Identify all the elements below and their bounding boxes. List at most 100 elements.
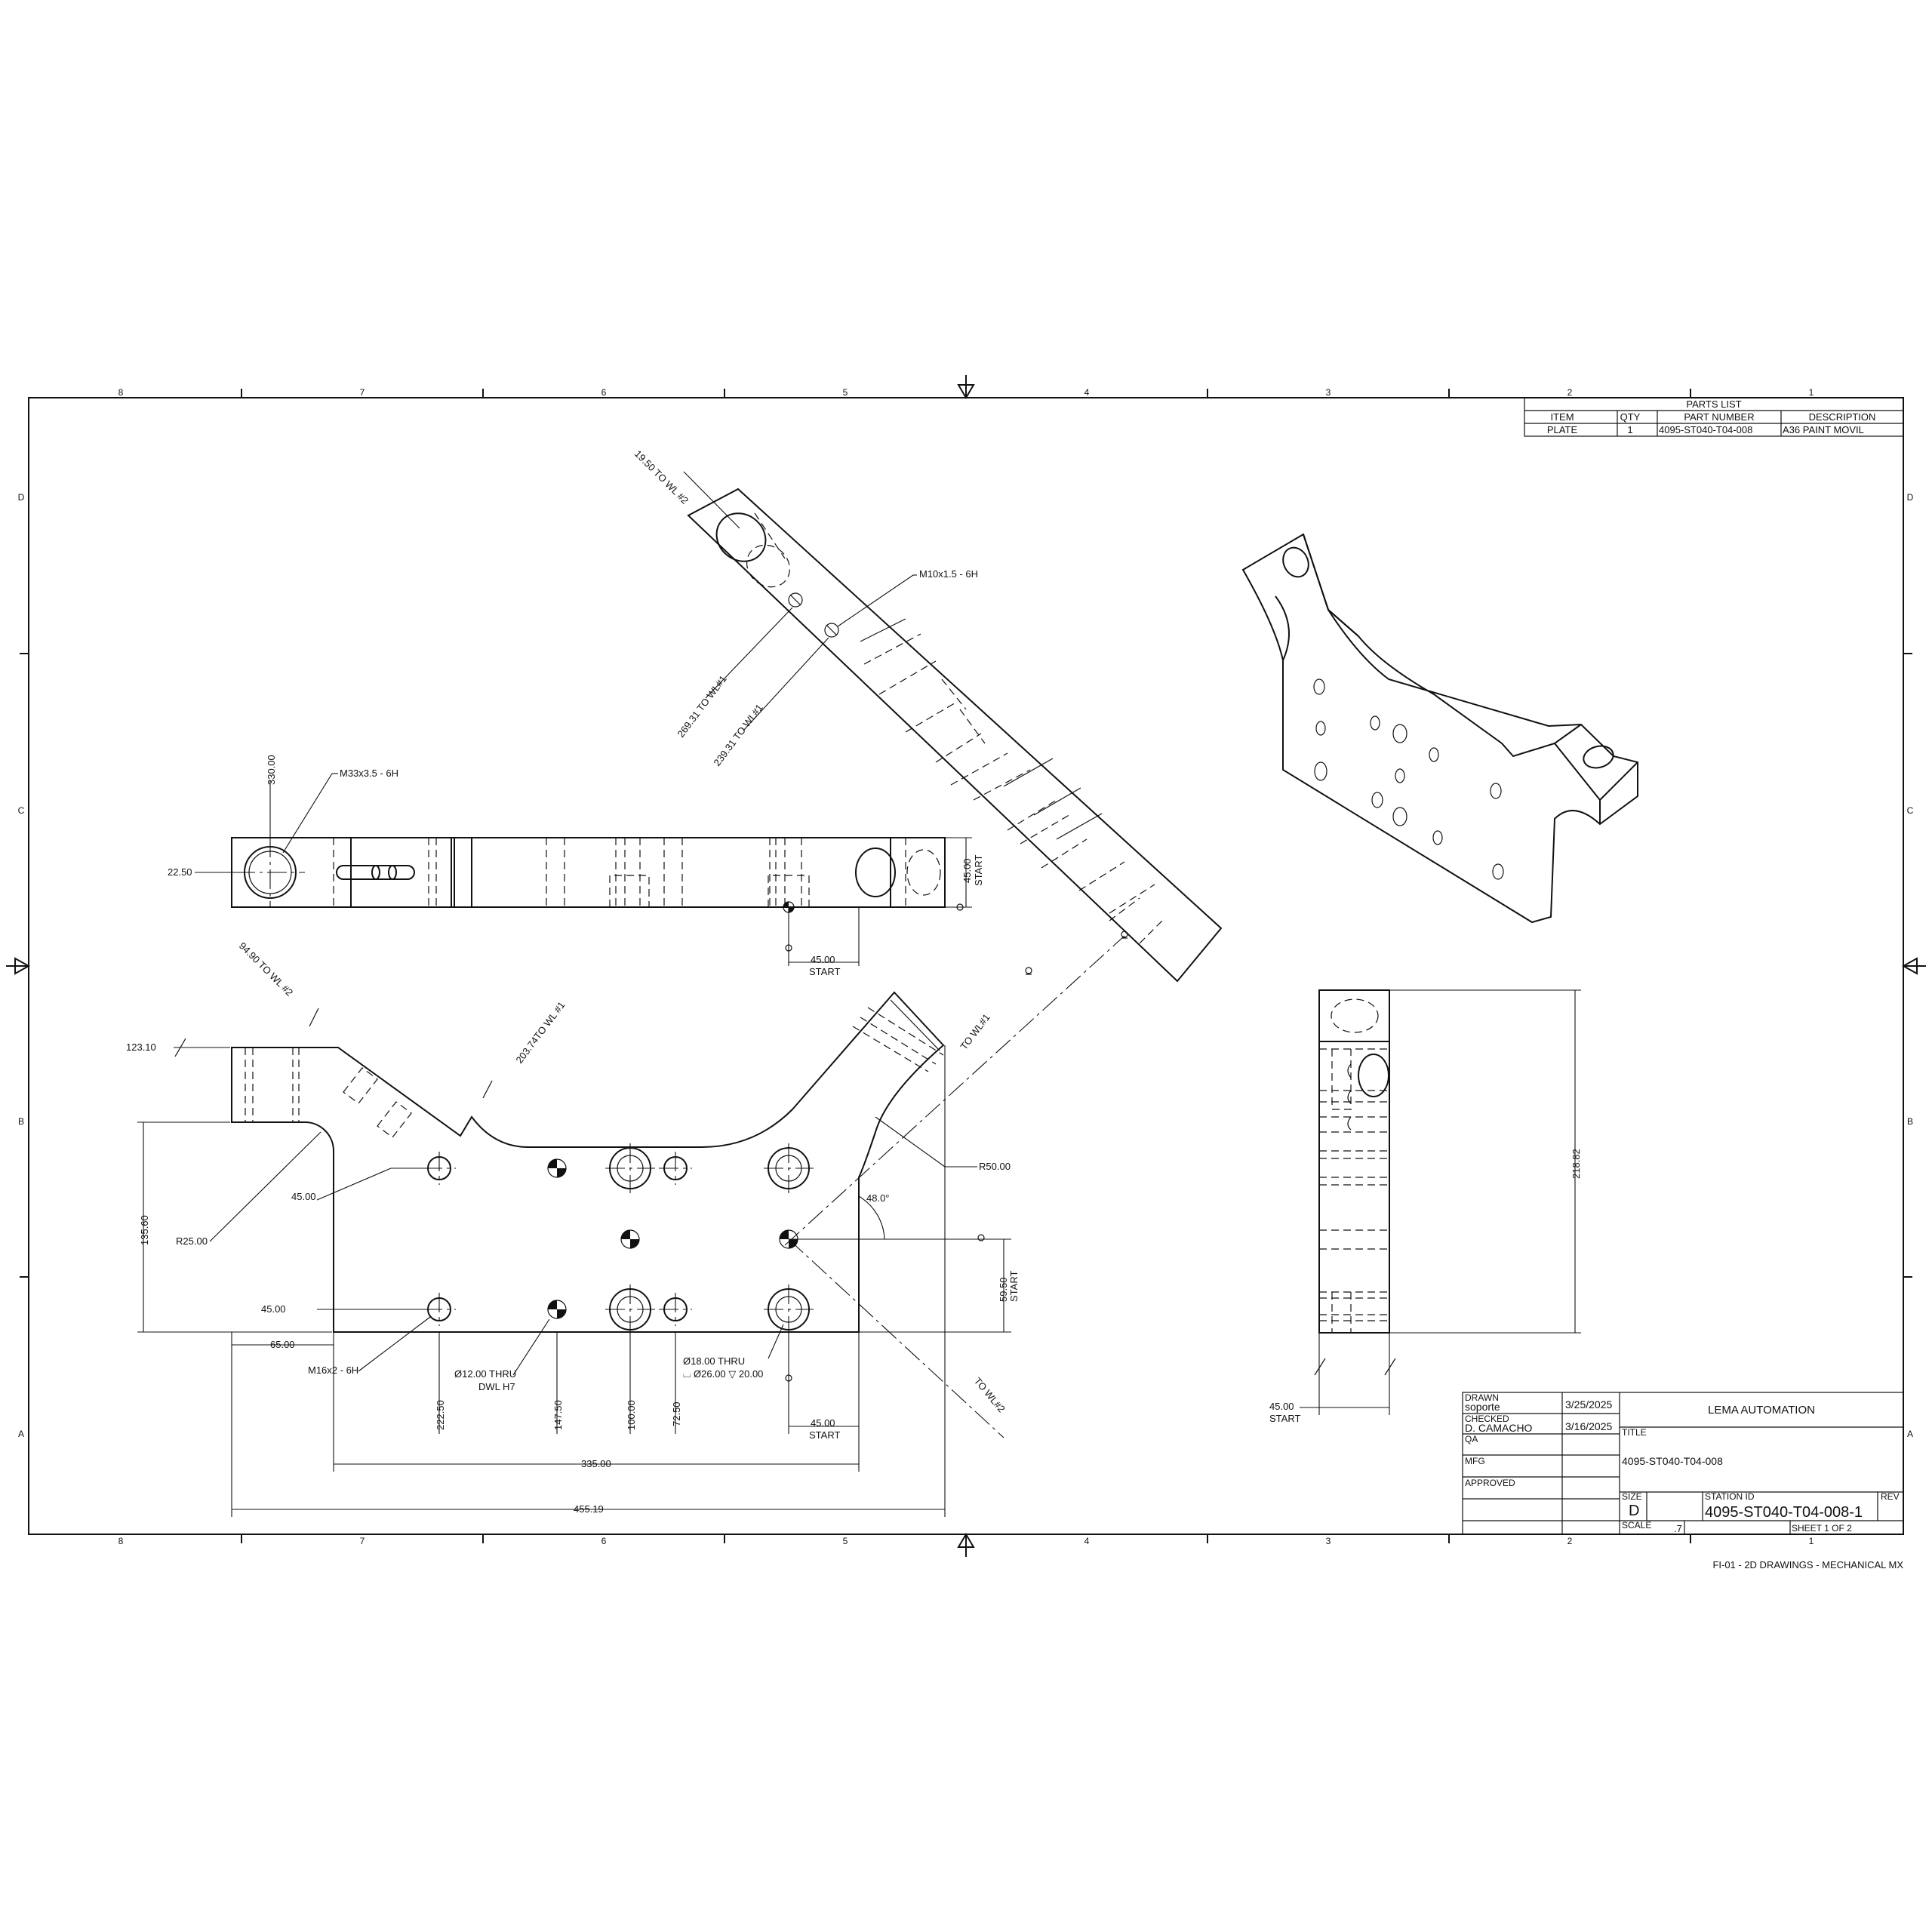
dim-to-wl2: TO WL#2	[972, 1375, 1008, 1414]
parts-list-cell: 1	[1627, 424, 1632, 435]
zone-label-top: 1	[1809, 387, 1814, 398]
dim-start-top: START	[809, 966, 840, 977]
dim-218-82: 218.82	[1571, 1149, 1582, 1179]
dim-dowel-h7: DWL H7	[478, 1381, 515, 1392]
dim-r25: R25.00	[176, 1235, 208, 1247]
sheet-label: SHEET 1 OF 2	[1792, 1523, 1852, 1534]
side-view	[1318, 989, 1390, 1334]
zone-label-left: C	[18, 805, 25, 816]
dim-45-side: 45.00	[1269, 1401, 1294, 1412]
zone-label-bottom: 7	[360, 1536, 365, 1546]
front-view	[231, 991, 1004, 1438]
zone-label-bottom: 8	[118, 1536, 124, 1546]
checked-by: D. CAMACHO	[1465, 1422, 1533, 1434]
zone-label-top: 7	[360, 387, 365, 398]
station-value: 4095-ST040-T04-008-1	[1705, 1504, 1863, 1521]
parts-list-header: QTY	[1620, 411, 1641, 423]
zone-label-right: D	[1907, 492, 1914, 503]
dim-100: 100.00	[626, 1400, 637, 1430]
dim-222-50: 222.50	[435, 1400, 446, 1430]
dim-26-cbore: ⌴ Ø26.00 ▽ 20.00	[683, 1368, 763, 1380]
checked-date: 3/16/2025	[1565, 1420, 1612, 1432]
zone-label-right: C	[1907, 805, 1914, 816]
top-view-dims: 330.00 M33x3.5 - 6H 22.50 45.00 START 45…	[168, 755, 984, 977]
parts-list-header: ITEM	[1550, 411, 1574, 423]
scale-label: SCALE	[1622, 1520, 1651, 1531]
dim-65: 65.00	[270, 1339, 295, 1350]
dim-18-thru: Ø18.00 THRU	[683, 1355, 745, 1367]
zone-label-left: A	[18, 1429, 24, 1439]
zone-label-bottom: 5	[843, 1536, 848, 1546]
drawn-date: 3/25/2025	[1565, 1398, 1612, 1411]
company-name: LEMA AUTOMATION	[1708, 1404, 1815, 1417]
checked-label: CHECKED	[1465, 1414, 1509, 1424]
zone-label-bottom: 3	[1326, 1536, 1331, 1546]
dim-135-60: 135.60	[139, 1215, 150, 1245]
parts-list-cell: 4095-ST040-T04-008	[1659, 424, 1752, 435]
center-mark-left	[14, 957, 31, 975]
dim-94-90-to-wl2: 94.90 TO WL #2	[237, 940, 295, 998]
zone-label-left: B	[18, 1116, 24, 1127]
zone-label-bottom: 6	[601, 1536, 607, 1546]
center-mark-top	[957, 384, 975, 399]
drawn-by: soporte	[1465, 1401, 1500, 1413]
dim-72-50: 72.50	[671, 1401, 682, 1426]
dim-45-a: 45.00	[291, 1191, 316, 1202]
dim-22-50: 22.50	[168, 866, 192, 878]
parts-list-header: DESCRIPTION	[1809, 411, 1876, 423]
dim-m16: M16x2 - 6H	[308, 1364, 358, 1376]
dim-239-31-to-wl1: 239.31 TO WL#1	[711, 702, 764, 768]
zone-label-top: 3	[1326, 387, 1331, 398]
dim-start-side: START	[1269, 1413, 1300, 1424]
station-label: STATION ID	[1705, 1491, 1755, 1502]
parts-list-title: PARTS LIST	[1686, 398, 1741, 410]
qa-label: QA	[1465, 1434, 1478, 1444]
dim-455-19: 455.19	[574, 1503, 604, 1515]
rev-label: REV	[1881, 1491, 1900, 1502]
dim-19-50-to-wl2: 19.50 TO WL #2	[632, 448, 691, 506]
dim-45-start-vertical: 45.00	[961, 858, 973, 883]
mfg-label: MFG	[1465, 1456, 1485, 1466]
title-label: TITLE	[1622, 1427, 1647, 1438]
dim-123-10: 123.10	[126, 1041, 156, 1053]
dim-angle-48: 48.0°	[866, 1192, 890, 1204]
zone-label-top: 2	[1567, 387, 1573, 398]
zone-label-bottom: 4	[1084, 1536, 1090, 1546]
dim-330: 330.00	[266, 755, 277, 785]
dowel-symbol	[547, 1158, 567, 1178]
dim-269-31-to-wl1: 269.31 TO WL#1	[675, 673, 728, 740]
dim-m33: M33x3.5 - 6H	[340, 768, 398, 779]
parts-list-cell: A36 PAINT MOVIL	[1783, 424, 1864, 435]
dim-45-bottom: 45.00	[811, 1417, 835, 1429]
zone-label-top: 6	[601, 387, 607, 398]
approved-label: APPROVED	[1465, 1478, 1515, 1488]
zone-label-right: A	[1907, 1429, 1913, 1439]
dim-start-label: START	[973, 855, 984, 886]
auxiliary-view	[687, 488, 1223, 983]
top-view	[231, 837, 946, 913]
title-block: DRAWN soporte 3/25/2025 CHECKED D. CAMAC…	[1462, 1392, 1904, 1535]
scale-value: .7	[1674, 1523, 1682, 1534]
dim-r50: R50.00	[979, 1161, 1011, 1172]
zone-label-right: B	[1907, 1116, 1913, 1127]
dim-dowel-12: Ø12.00 THRU	[454, 1368, 516, 1380]
dim-start-bottom: START	[809, 1429, 840, 1441]
isometric-view	[1241, 533, 1638, 924]
dim-45-b: 45.00	[261, 1303, 286, 1315]
zone-label-left: D	[18, 492, 25, 503]
zone-label-bottom: 1	[1809, 1536, 1814, 1546]
parts-list-header: PART NUMBER	[1684, 411, 1754, 423]
zone-label-top: 5	[843, 387, 848, 398]
dim-m10: M10x1.5 - 6H	[919, 568, 978, 580]
dowel-symbol	[620, 1229, 640, 1249]
dim-start-right: START	[1008, 1271, 1020, 1302]
size-value: D	[1629, 1503, 1639, 1519]
drawn-label: DRAWN	[1465, 1392, 1499, 1403]
footer-note: FI-01 - 2D DRAWINGS - MECHANICAL MX	[1712, 1559, 1903, 1571]
center-mark-right	[1901, 957, 1918, 975]
title-value: 4095-ST040-T04-008	[1622, 1455, 1723, 1467]
center-mark-bottom	[957, 1533, 975, 1548]
front-view-dims: 123.10 135.60 R25.00 45.00 45.00 65.00 M…	[126, 940, 1020, 1517]
dowel-symbol	[547, 1300, 567, 1319]
